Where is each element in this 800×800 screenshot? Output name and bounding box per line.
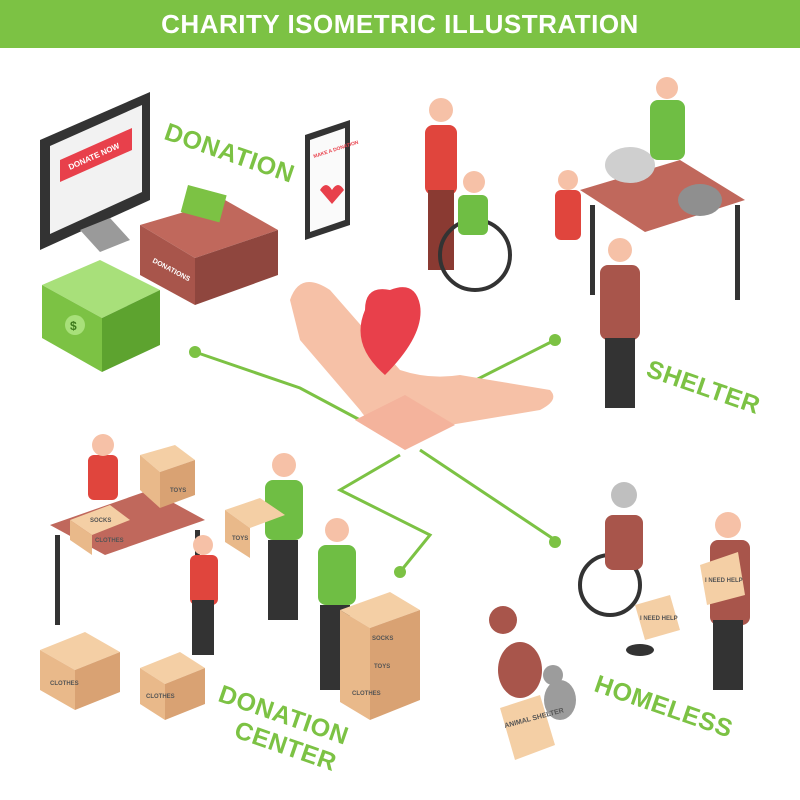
box-label: CLOTHES: [146, 694, 175, 700]
hands-heart-illustration: [290, 282, 554, 450]
connector-dot: [189, 346, 201, 358]
box-label: SOCKS: [372, 636, 393, 642]
connector-dot: [549, 334, 561, 346]
connector-dot: [394, 566, 406, 578]
box-label: CLOTHES: [95, 538, 124, 544]
heart-icon: [320, 185, 344, 204]
phone-illustration: MAKE A DONATION: [305, 120, 360, 240]
donation-center-scene: TOYS SOCKS CLOTHES TOYS SOCKS TOYS CLOTH…: [40, 434, 420, 720]
box-label: CLOTHES: [352, 691, 381, 697]
monitor-illustration: DONATE NOW: [40, 92, 150, 252]
title-banner: CHARITY ISOMETRIC ILLUSTRATION: [0, 0, 800, 48]
box-label: SOCKS: [90, 518, 111, 524]
dollar-icon: $: [70, 319, 77, 333]
shelter-scene: [425, 77, 745, 408]
page-title: CHARITY ISOMETRIC ILLUSTRATION: [161, 8, 639, 39]
connector-dot: [549, 536, 561, 548]
box-label: TOYS: [170, 488, 186, 494]
box-label: CLOTHES: [50, 681, 79, 687]
box-label: TOYS: [232, 536, 248, 542]
need-help-sign: I NEED HELP: [705, 578, 743, 584]
money-stack-illustration: $: [42, 260, 160, 372]
homeless-scene: I NEED HELP I NEED HELP ANIMAL SHELTER: [489, 482, 750, 760]
box-label: TOYS: [374, 664, 390, 670]
heart-icon: [360, 287, 421, 375]
need-help-sign: I NEED HELP: [640, 616, 678, 622]
donation-box-illustration: DONATIONS: [140, 185, 278, 305]
